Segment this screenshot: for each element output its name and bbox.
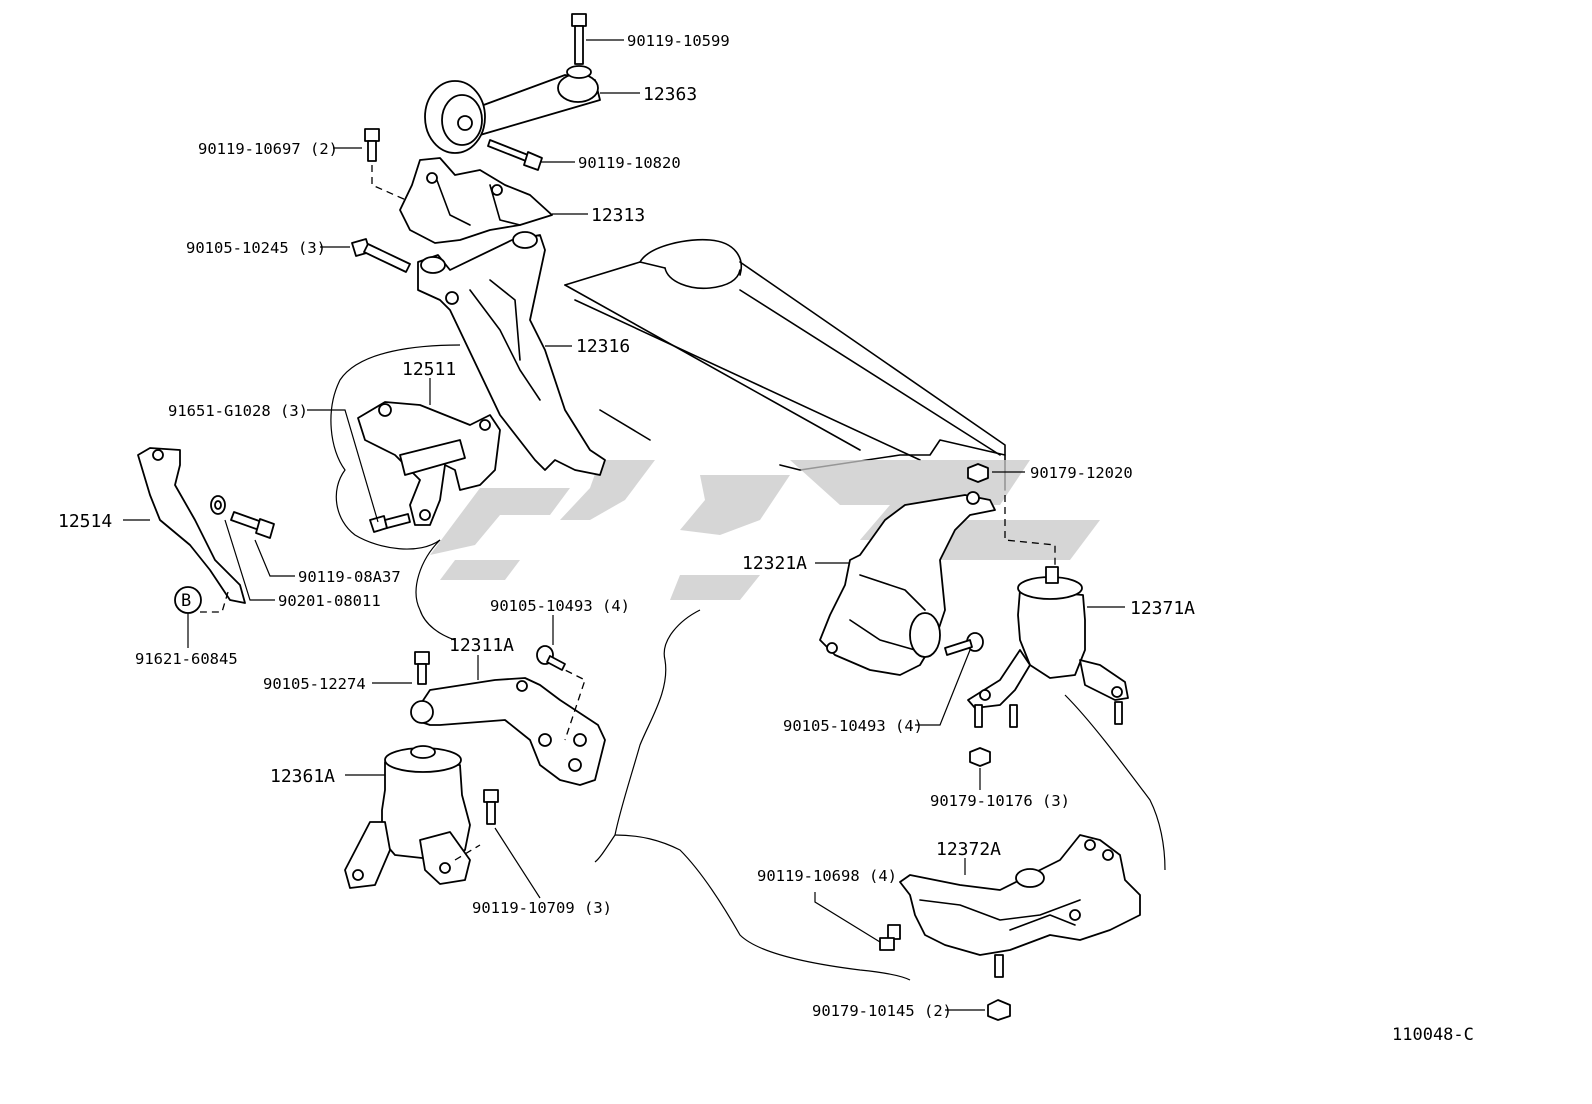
bolt-90119-10599	[571, 13, 587, 65]
bolt-90119-08a37	[230, 511, 275, 539]
bolt-90119-10697	[364, 128, 441, 216]
callout-91621-60845: 91621-60845	[135, 650, 238, 668]
callout-12361a: 12361A	[270, 766, 335, 787]
callout-12363: 12363	[643, 84, 697, 105]
nut-90179-10145	[987, 999, 1011, 1021]
callout-90119-08a37: 90119-08A37	[298, 568, 401, 586]
callout-12321a: 12321A	[742, 553, 807, 574]
callout-labels: 90119-10599 12363 90119-10697 (2) 90119-…	[58, 32, 1474, 1045]
bolt-90105-10493-left	[536, 645, 566, 671]
engine-block-outline	[564, 238, 1006, 491]
bolt-90105-12274	[414, 651, 430, 685]
callout-12313: 12313	[591, 205, 645, 226]
callout-90201-08011: 90201-08011	[278, 592, 381, 610]
nut-90179-12020	[967, 463, 989, 483]
watermark-logo	[430, 460, 1100, 600]
callout-90179-12020: 90179-12020	[1030, 464, 1133, 482]
bolt-90119-10709	[483, 789, 499, 825]
bracket-12511	[357, 401, 501, 526]
callout-90105-10245: 90105-10245 (3)	[186, 239, 326, 257]
engine-mount-12371a	[967, 495, 1129, 728]
callout-12372a: 12372A	[936, 839, 1001, 860]
callout-90119-10820: 90119-10820	[578, 154, 681, 172]
bracket-12313	[399, 157, 553, 244]
callout-12514: 12514	[58, 511, 112, 532]
callout-90105-10493-right: 90105-10493 (4)	[783, 717, 923, 735]
bolt-90119-10820	[487, 139, 543, 171]
engine-bracket-12316	[417, 231, 606, 476]
callout-91651-g1028: 91651-G1028 (3)	[168, 402, 308, 420]
callout-90119-10698: 90119-10698 (4)	[757, 867, 897, 885]
engine-mount-12361a	[344, 745, 481, 889]
bracket-12311a	[410, 664, 606, 786]
callout-12316: 12316	[576, 336, 630, 357]
diagram-id: 110048-C	[1392, 1025, 1474, 1045]
bracket-12321a	[819, 491, 996, 676]
reference-marker-b	[174, 586, 202, 614]
bolt-90105-10245	[351, 238, 411, 273]
callout-90105-12274: 90105-12274	[263, 675, 366, 693]
bolt-90119-10698	[879, 924, 901, 951]
bolt-91651-g1028	[369, 513, 411, 533]
callout-90119-10697: 90119-10697 (2)	[198, 140, 338, 158]
callout-b-marker: B	[181, 591, 191, 611]
stay-12514	[137, 447, 246, 613]
callout-90179-10176: 90179-10176 (3)	[930, 792, 1070, 810]
leader-lines	[123, 39, 1125, 1011]
callout-90119-10599: 90119-10599	[627, 32, 730, 50]
transmission-mount-12372a	[899, 834, 1141, 978]
washer-90201-08011	[210, 495, 226, 515]
callout-12311a: 12311A	[449, 635, 514, 656]
callout-12511: 12511	[402, 359, 456, 380]
callout-90105-10493-left: 90105-10493 (4)	[490, 597, 630, 615]
callout-90119-10709: 90119-10709 (3)	[472, 899, 612, 917]
bolt-90105-10493-right	[944, 632, 984, 656]
torque-rod-12363	[424, 65, 601, 154]
engine-envelope-outline	[330, 344, 1166, 981]
callout-12371a: 12371A	[1130, 598, 1195, 619]
nut-90179-10176	[969, 747, 991, 767]
callout-90179-10145: 90179-10145 (2)	[812, 1002, 952, 1020]
